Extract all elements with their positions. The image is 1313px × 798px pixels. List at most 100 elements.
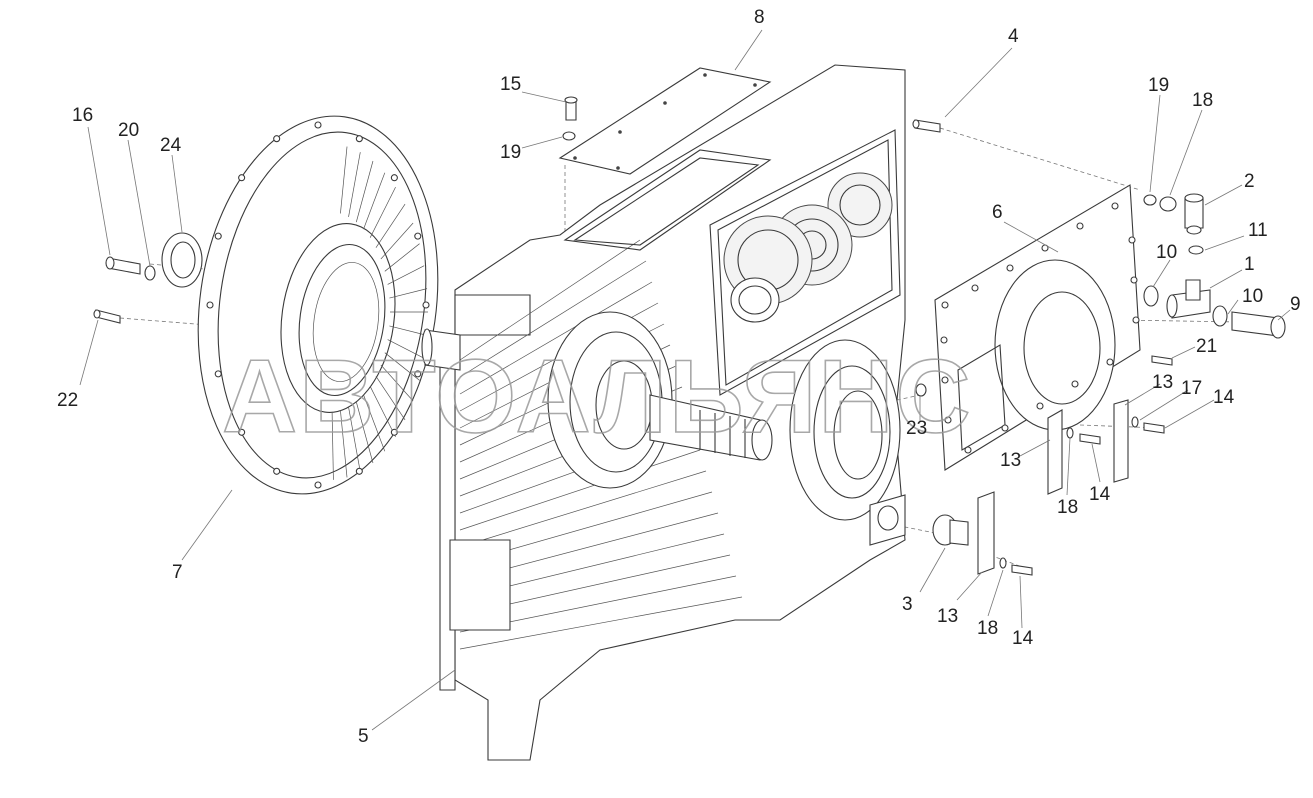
housing-fin (459, 470, 707, 548)
part-16-bolt (105, 256, 141, 275)
callout-8: 8 (754, 7, 765, 28)
callout-18-lower: 18 (977, 618, 998, 639)
cover-bolt-hole (1076, 222, 1084, 230)
cover-bolt-hole (1036, 402, 1044, 410)
flange-rib (375, 203, 406, 248)
flange-bolt-hole (414, 370, 422, 378)
part-20-washer (144, 265, 156, 281)
flange-rib (389, 288, 428, 299)
callout-10-left: 10 (1156, 242, 1177, 263)
flange-bolt-hole (390, 174, 398, 182)
part-18-washer-c (999, 557, 1007, 569)
housing-fin (459, 281, 653, 395)
output-splined-shaft (649, 394, 773, 461)
flange-bolt-hole (214, 232, 222, 240)
cover-bolt-hole (1128, 236, 1136, 244)
callout-14-middle: 14 (1089, 484, 1111, 505)
callout-15: 15 (500, 74, 521, 95)
part-13-strap-plate-c (977, 491, 995, 575)
callout-11: 11 (1248, 220, 1268, 241)
callout-7: 7 (172, 562, 183, 583)
callout-4: 4 (1008, 26, 1019, 47)
flange-rib (387, 339, 425, 359)
part-11-o-ring (1188, 245, 1204, 255)
callout-14-lower: 14 (1012, 628, 1034, 649)
flange-rib (348, 407, 361, 472)
part-23-plug (915, 383, 927, 397)
cover-bolt-hole (1130, 276, 1138, 284)
flange-rib (389, 325, 428, 336)
part-6-side-cover (934, 184, 1141, 471)
cover-bolt-hole (1006, 264, 1014, 272)
callout-16: 16 (72, 105, 93, 126)
flange-rib (355, 160, 374, 223)
flange-rib (380, 364, 414, 402)
flange-bolt-hole (390, 428, 398, 436)
input-splined-shaft (421, 328, 461, 371)
callout-14-upper: 14 (1213, 387, 1235, 408)
part-8-top-cover-plate (558, 67, 772, 175)
flange-rib (340, 146, 348, 214)
part-10-seal-ring-left (1143, 285, 1159, 307)
flange-rib (384, 352, 420, 381)
part-14-bolt-b (1143, 422, 1165, 434)
flange-bolt-hole (273, 467, 281, 475)
cover-bolt-hole (971, 284, 979, 292)
cover-bolt-hole (1071, 380, 1079, 388)
watermark-text: АВТОАЛЬЯНС (222, 339, 973, 455)
part-14-bolt-c (1011, 564, 1033, 576)
flange-rib (375, 376, 406, 421)
callout-19-top: 19 (500, 142, 521, 163)
cover-bolt-hole (944, 416, 952, 424)
part-21-pin (1151, 355, 1173, 366)
flange-rib (369, 186, 396, 238)
part-1-tee-fitting (1166, 279, 1211, 319)
flange-rib (340, 410, 348, 478)
flange-bolt-hole (355, 135, 363, 143)
right-bearing-flange (789, 339, 901, 521)
callout-18-middle: 18 (1057, 497, 1078, 518)
flange-rib (384, 243, 420, 272)
callout-20: 20 (118, 120, 139, 141)
callout-5: 5 (358, 726, 369, 747)
cover-bolt-hole (1001, 424, 1009, 432)
part-13-strap-plate-a (1047, 409, 1063, 495)
gear-cluster (723, 172, 893, 323)
flange-rib (380, 222, 414, 260)
part-13-strap-plate-b (1113, 399, 1129, 483)
callout-2: 2 (1244, 171, 1255, 192)
part-3-drain-plug (932, 514, 969, 546)
part-15-screw (564, 96, 578, 121)
part-22-pin (93, 309, 121, 324)
cover-bolt-hole (941, 376, 949, 384)
callout-13-middle: 13 (1000, 450, 1021, 471)
callout-24: 24 (160, 135, 182, 156)
callout-13-lower: 13 (937, 606, 958, 627)
flange-bolt-hole (206, 301, 214, 309)
callout-21: 21 (1196, 336, 1217, 357)
flange-bolt-hole (238, 174, 246, 182)
housing-fin (459, 449, 701, 531)
cover-bolt-hole (964, 446, 972, 454)
flange-rib (369, 386, 396, 438)
callout-22: 22 (57, 390, 78, 411)
part-7-flange-cover (197, 115, 439, 495)
callout-19-right: 19 (1148, 75, 1169, 96)
part-17-nut (1159, 196, 1177, 212)
leader-lines (79, 29, 1291, 731)
part-9-banjo-bolt (1231, 311, 1286, 339)
flange-bolt-hole (238, 428, 246, 436)
callout-3: 3 (902, 594, 913, 615)
flange-rib (331, 411, 334, 480)
part-18-washer-a (1066, 427, 1074, 439)
output-bearing-flange (547, 311, 673, 489)
cover-bolt-hole (941, 301, 949, 309)
flange-bolt-hole (414, 232, 422, 240)
callout-13-upper: 13 (1152, 372, 1173, 393)
flange-bolt-hole (214, 370, 222, 378)
callout-10-right: 10 (1242, 286, 1263, 307)
flange-rib (387, 265, 425, 285)
flange-rib (363, 394, 386, 452)
